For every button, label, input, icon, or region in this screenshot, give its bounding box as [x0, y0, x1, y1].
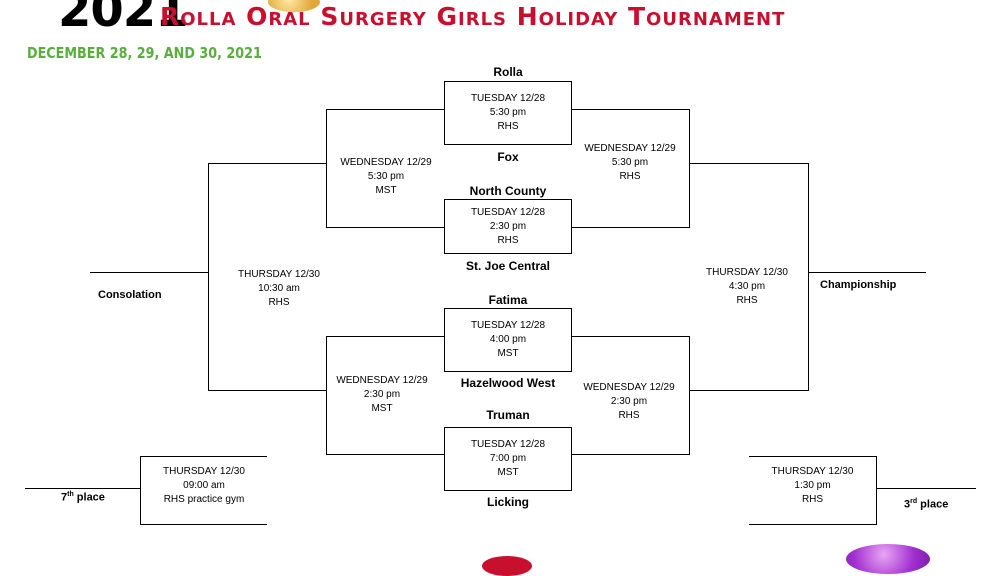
line: [326, 109, 444, 110]
line: [689, 109, 690, 227]
team-st-joe-central: St. Joe Central: [465, 259, 551, 273]
line: [572, 227, 690, 228]
game-time: 1:30 pm: [794, 480, 831, 491]
game-site: RHS: [497, 234, 519, 246]
game-site: RHS: [268, 297, 290, 308]
line: [689, 163, 809, 164]
game-time: 5:30 pm: [489, 107, 527, 118]
game-day: WEDNESDAY 12/29: [340, 157, 432, 168]
game-info-cons-top: WEDNESDAY 12/29 5:30 pm MST: [330, 156, 442, 198]
line: [808, 163, 809, 390]
game-site: RHS: [619, 171, 641, 182]
ornament-top: [268, 0, 320, 12]
game-info-championship: THURSDAY 12/30 4:30 pm RHS: [690, 266, 804, 308]
seventh-place-word: place: [73, 491, 105, 504]
line: [208, 163, 209, 390]
seventh-place-label: 7th place: [61, 491, 105, 504]
game-day: TUESDAY 12/28: [470, 206, 546, 218]
game-site: MST: [497, 467, 519, 478]
championship-line: [808, 272, 926, 273]
year-heading: 2021: [58, 0, 189, 38]
game-box-2: TUESDAY 12/28 2:30 pm RHS: [444, 199, 572, 254]
game-info-consolation: THURSDAY 12/30 10:30 am RHS: [222, 268, 336, 310]
game-day: THURSDAY 12/30: [771, 466, 854, 477]
team-rolla: Rolla: [493, 65, 523, 79]
game-time: 10:30 am: [258, 283, 300, 294]
line: [326, 109, 327, 227]
team-truman: Truman: [486, 408, 530, 422]
seventh-place-number: 7: [61, 491, 68, 504]
tournament-dates: DECEMBER 28, 29, AND 30, 2021: [27, 44, 262, 62]
team-fatima: Fatima: [488, 293, 528, 307]
third-place-word: place: [917, 498, 949, 511]
game-time: 2:30 pm: [489, 220, 527, 232]
game-day: WEDNESDAY 12/29: [336, 375, 428, 386]
championship-label: Championship: [820, 279, 897, 291]
line: [326, 336, 327, 454]
consolation-line: [90, 272, 208, 273]
game-time: 4:00 pm: [489, 334, 527, 345]
game-box-1: TUESDAY 12/28 5:30 pm RHS: [444, 81, 572, 145]
game-time: 09:00 am: [183, 480, 225, 491]
line: [572, 454, 690, 455]
game-time: 5:30 pm: [367, 171, 405, 182]
third-place-box: THURSDAY 12/30 1:30 pm RHS: [749, 456, 877, 525]
team-fox: Fox: [497, 150, 519, 164]
ornament-red: [482, 556, 532, 576]
team-north-county: North County: [469, 184, 547, 198]
team-hazelwood-west: Hazelwood West: [460, 376, 556, 390]
consolation-label: Consolation: [98, 289, 162, 301]
game-site: RHS: [801, 494, 824, 505]
game-site: MST: [375, 185, 397, 196]
line: [208, 390, 326, 391]
game-site: MST: [371, 403, 393, 414]
game-box-3: TUESDAY 12/28 4:00 pm MST: [444, 308, 572, 372]
game-site: RHS: [497, 121, 519, 132]
game-site: RHS: [736, 295, 758, 306]
ornament-purple: [846, 544, 930, 574]
game-day: TUESDAY 12/28: [470, 439, 546, 450]
game-day: THURSDAY 12/30: [706, 267, 788, 278]
game-day: WEDNESDAY 12/29: [583, 382, 675, 393]
line: [572, 109, 690, 110]
tournament-title: Rolla Oral Surgery Girls Holiday Tournam…: [160, 2, 786, 31]
game-day: TUESDAY 12/28: [470, 93, 546, 104]
line: [208, 163, 326, 164]
game-time: 7:00 pm: [489, 453, 527, 464]
game-site: MST: [497, 348, 519, 359]
game-info-win-bot: WEDNESDAY 12/29 2:30 pm RHS: [572, 381, 686, 423]
game-info-win-top: WEDNESDAY 12/29 5:30 pm RHS: [574, 142, 686, 184]
seventh-place-suffix: th: [67, 491, 74, 498]
game-site: RHS practice gym: [163, 494, 245, 505]
team-licking: Licking: [486, 495, 530, 509]
game-time: 2:30 pm: [610, 396, 648, 407]
game-box-4: TUESDAY 12/28 7:00 pm MST: [444, 427, 572, 491]
game-day: WEDNESDAY 12/29: [584, 143, 676, 154]
seventh-line: [25, 488, 140, 489]
game-day: THURSDAY 12/30: [163, 466, 245, 477]
game-day: THURSDAY 12/30: [238, 269, 320, 280]
third-line: [876, 488, 976, 489]
line: [326, 336, 444, 337]
game-time: 5:30 pm: [611, 157, 649, 168]
seventh-place-box: THURSDAY 12/30 09:00 am RHS practice gym: [140, 456, 267, 525]
game-site: RHS: [618, 410, 640, 421]
line: [572, 336, 690, 337]
third-place-label: 3rd place: [904, 498, 948, 511]
line: [326, 454, 444, 455]
line: [326, 227, 444, 228]
third-place-suffix: rd: [910, 498, 918, 505]
line: [689, 336, 690, 454]
third-place-number: 3: [904, 498, 911, 511]
line: [689, 390, 809, 391]
game-time: 4:30 pm: [728, 281, 766, 292]
game-day: TUESDAY 12/28: [470, 320, 546, 331]
game-info-cons-bot: WEDNESDAY 12/29 2:30 pm MST: [326, 374, 438, 416]
game-time: 2:30 pm: [363, 389, 401, 400]
